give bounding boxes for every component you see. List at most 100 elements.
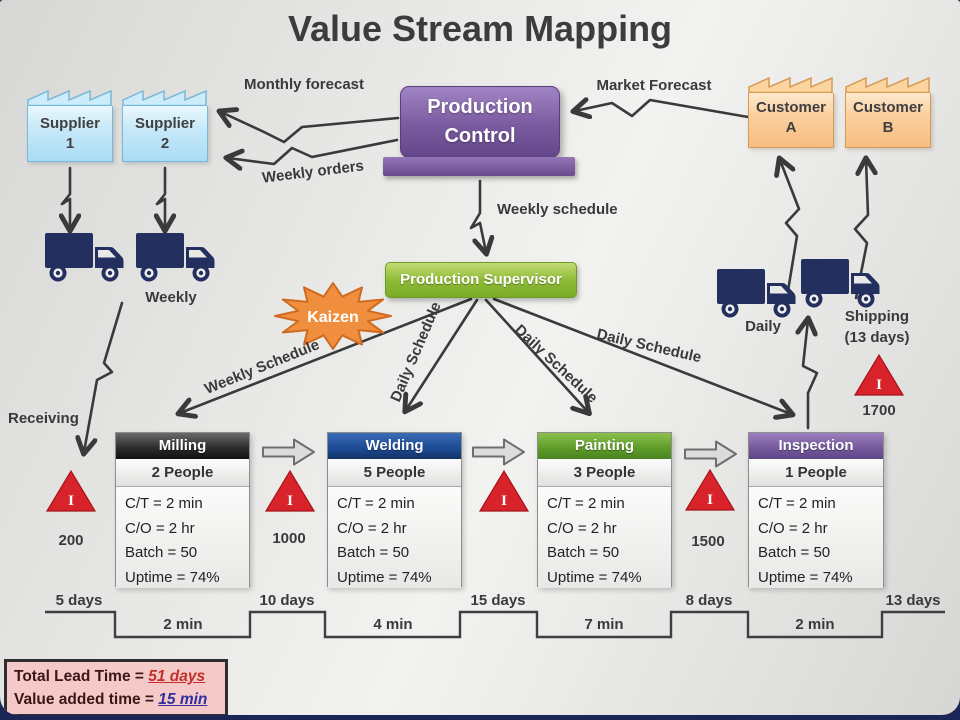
process-name: Painting — [538, 433, 671, 459]
process-batch: Batch = 50 — [547, 544, 620, 561]
process-batch: Batch = 50 — [337, 544, 410, 561]
inventory-symbol: I — [68, 493, 74, 509]
shipping-label: Shipping (13 days) — [844, 306, 909, 348]
inventory-symbol: I — [707, 492, 713, 508]
kaizen-burst-icon: Kaizen — [274, 282, 392, 350]
customer-b-box: Customer B — [845, 75, 931, 148]
inventory-symbol: I — [287, 493, 293, 509]
process-uptime: Uptime = 74% — [125, 568, 220, 586]
customer-b-name: Customer — [852, 99, 923, 116]
production-control-line1: Production — [427, 96, 533, 118]
arrow-schedule-to-milling — [180, 297, 473, 413]
arrow-schedule-to-welding — [406, 298, 479, 410]
timeline-wait-3: 15 days — [470, 592, 526, 609]
customer-a-letter: A — [785, 118, 797, 136]
timeline-wait-2: 10 days — [259, 592, 315, 609]
supplier-2-box: Supplier 2 — [122, 88, 208, 162]
process-uptime: Uptime = 74% — [337, 568, 432, 586]
factory-roof-icon — [122, 89, 207, 106]
receiving-label: Receiving — [8, 410, 79, 427]
supplier-1-truck-icon — [45, 233, 124, 282]
supplier-2-truck-icon — [136, 233, 215, 282]
inventory-triangle-3: I — [684, 468, 736, 511]
process-ct: C/T = 2 min — [547, 495, 625, 512]
inventory-triangle-1: I — [264, 469, 316, 512]
customer-a-box: Customer A — [748, 75, 834, 148]
timeline-wait-5: 13 days — [885, 592, 941, 609]
process-ct: C/T = 2 min — [337, 495, 415, 512]
daily-truck-label: Daily — [745, 318, 781, 335]
production-supervisor-box: Production Supervisor — [385, 262, 577, 298]
supplier-2-number: 2 — [160, 134, 170, 152]
monthly-forecast-label: Monthly forecast — [243, 76, 365, 93]
inventory-triangle-2: I — [478, 469, 530, 512]
customer-a-name: Customer — [755, 99, 826, 116]
inventory-count-1: 1000 — [272, 530, 306, 547]
page-title: Value Stream Mapping — [287, 8, 673, 49]
inventory-symbol: I — [501, 493, 507, 509]
timeline-process-3: 7 min — [584, 616, 624, 633]
inventory-count-receiving: 200 — [58, 532, 84, 549]
totals-box: Total Lead Time = 51 days Value added ti… — [4, 659, 228, 715]
factory-roof-icon — [27, 89, 112, 106]
weekly-truck-label: Weekly — [145, 289, 197, 306]
supplier-1-name: Supplier — [39, 115, 100, 132]
push-arrow-icon — [262, 438, 315, 466]
total-lead-time-label: Total Lead Time = — [14, 668, 144, 685]
production-control-line2: Control — [444, 125, 516, 147]
process-box-welding: Welding 5 People C/T = 2 min C/O = 2 hr … — [327, 432, 462, 588]
timeline-wait-1: 5 days — [55, 592, 103, 609]
factory-roof-icon — [748, 76, 833, 93]
production-control-box: Production Control — [400, 86, 560, 158]
inventory-triangle-receiving: I — [45, 469, 97, 512]
process-co: C/O = 2 hr — [547, 519, 617, 537]
market-forecast-label: Market Forecast — [596, 77, 712, 94]
arrow-schedule-to-painting — [484, 298, 588, 412]
customer-b-letter: B — [882, 118, 894, 136]
daily-truck-icon — [717, 269, 796, 318]
process-people: 2 People — [116, 459, 249, 487]
process-name: Milling — [116, 433, 249, 459]
arrow-weekly-orders — [228, 138, 399, 164]
value-added-time-value: 15 min — [158, 691, 208, 708]
production-control-pedestal — [383, 157, 575, 176]
process-co: C/O = 2 hr — [337, 519, 407, 537]
process-batch: Batch = 50 — [125, 544, 198, 561]
total-lead-time-row: Total Lead Time = 51 days — [14, 665, 218, 688]
arrow-supplier2-to-truck — [157, 166, 165, 229]
inventory-symbol: I — [876, 377, 882, 393]
weekly-schedule-label: Weekly schedule — [497, 201, 618, 218]
total-lead-time-value: 51 days — [148, 668, 206, 685]
timeline-process-4: 2 min — [795, 616, 835, 633]
supplier-1-box: Supplier 1 — [27, 88, 113, 162]
process-name: Welding — [328, 433, 461, 459]
process-box-painting: Painting 3 People C/T = 2 min C/O = 2 hr… — [537, 432, 672, 588]
supplier-2-name: Supplier — [134, 115, 195, 132]
process-ct: C/T = 2 min — [125, 495, 203, 512]
arrow-weekly-schedule — [469, 179, 486, 252]
process-uptime: Uptime = 74% — [758, 568, 853, 586]
timeline-wait-4: 8 days — [685, 592, 733, 609]
push-arrow-icon — [472, 438, 525, 466]
process-people: 5 People — [328, 459, 461, 487]
process-uptime: Uptime = 74% — [547, 568, 642, 586]
process-name: Inspection — [749, 433, 883, 459]
timeline-process-2: 4 min — [373, 616, 413, 633]
shipping-label-line1: Shipping — [844, 308, 910, 325]
value-added-time-label: Value added time = — [14, 691, 154, 708]
shipping-label-line2: (13 days) — [844, 329, 910, 346]
arrow-inspection-to-shipping — [803, 320, 819, 430]
arrow-monthly-forecast — [221, 112, 400, 144]
shipping-truck-icon — [801, 259, 880, 308]
process-box-milling: Milling 2 People C/T = 2 min C/O = 2 hr … — [115, 432, 250, 588]
supplier-1-number: 1 — [65, 134, 75, 152]
inventory-triangle-shipping: I — [853, 353, 905, 396]
inventory-count-shipping: 1700 — [862, 402, 896, 419]
arrow-receiving — [84, 301, 124, 452]
process-people: 3 People — [538, 459, 671, 487]
arrow-supplier1-to-truck — [62, 166, 70, 229]
inventory-count-3: 1500 — [691, 533, 725, 550]
arrow-market-forecast — [575, 100, 750, 117]
